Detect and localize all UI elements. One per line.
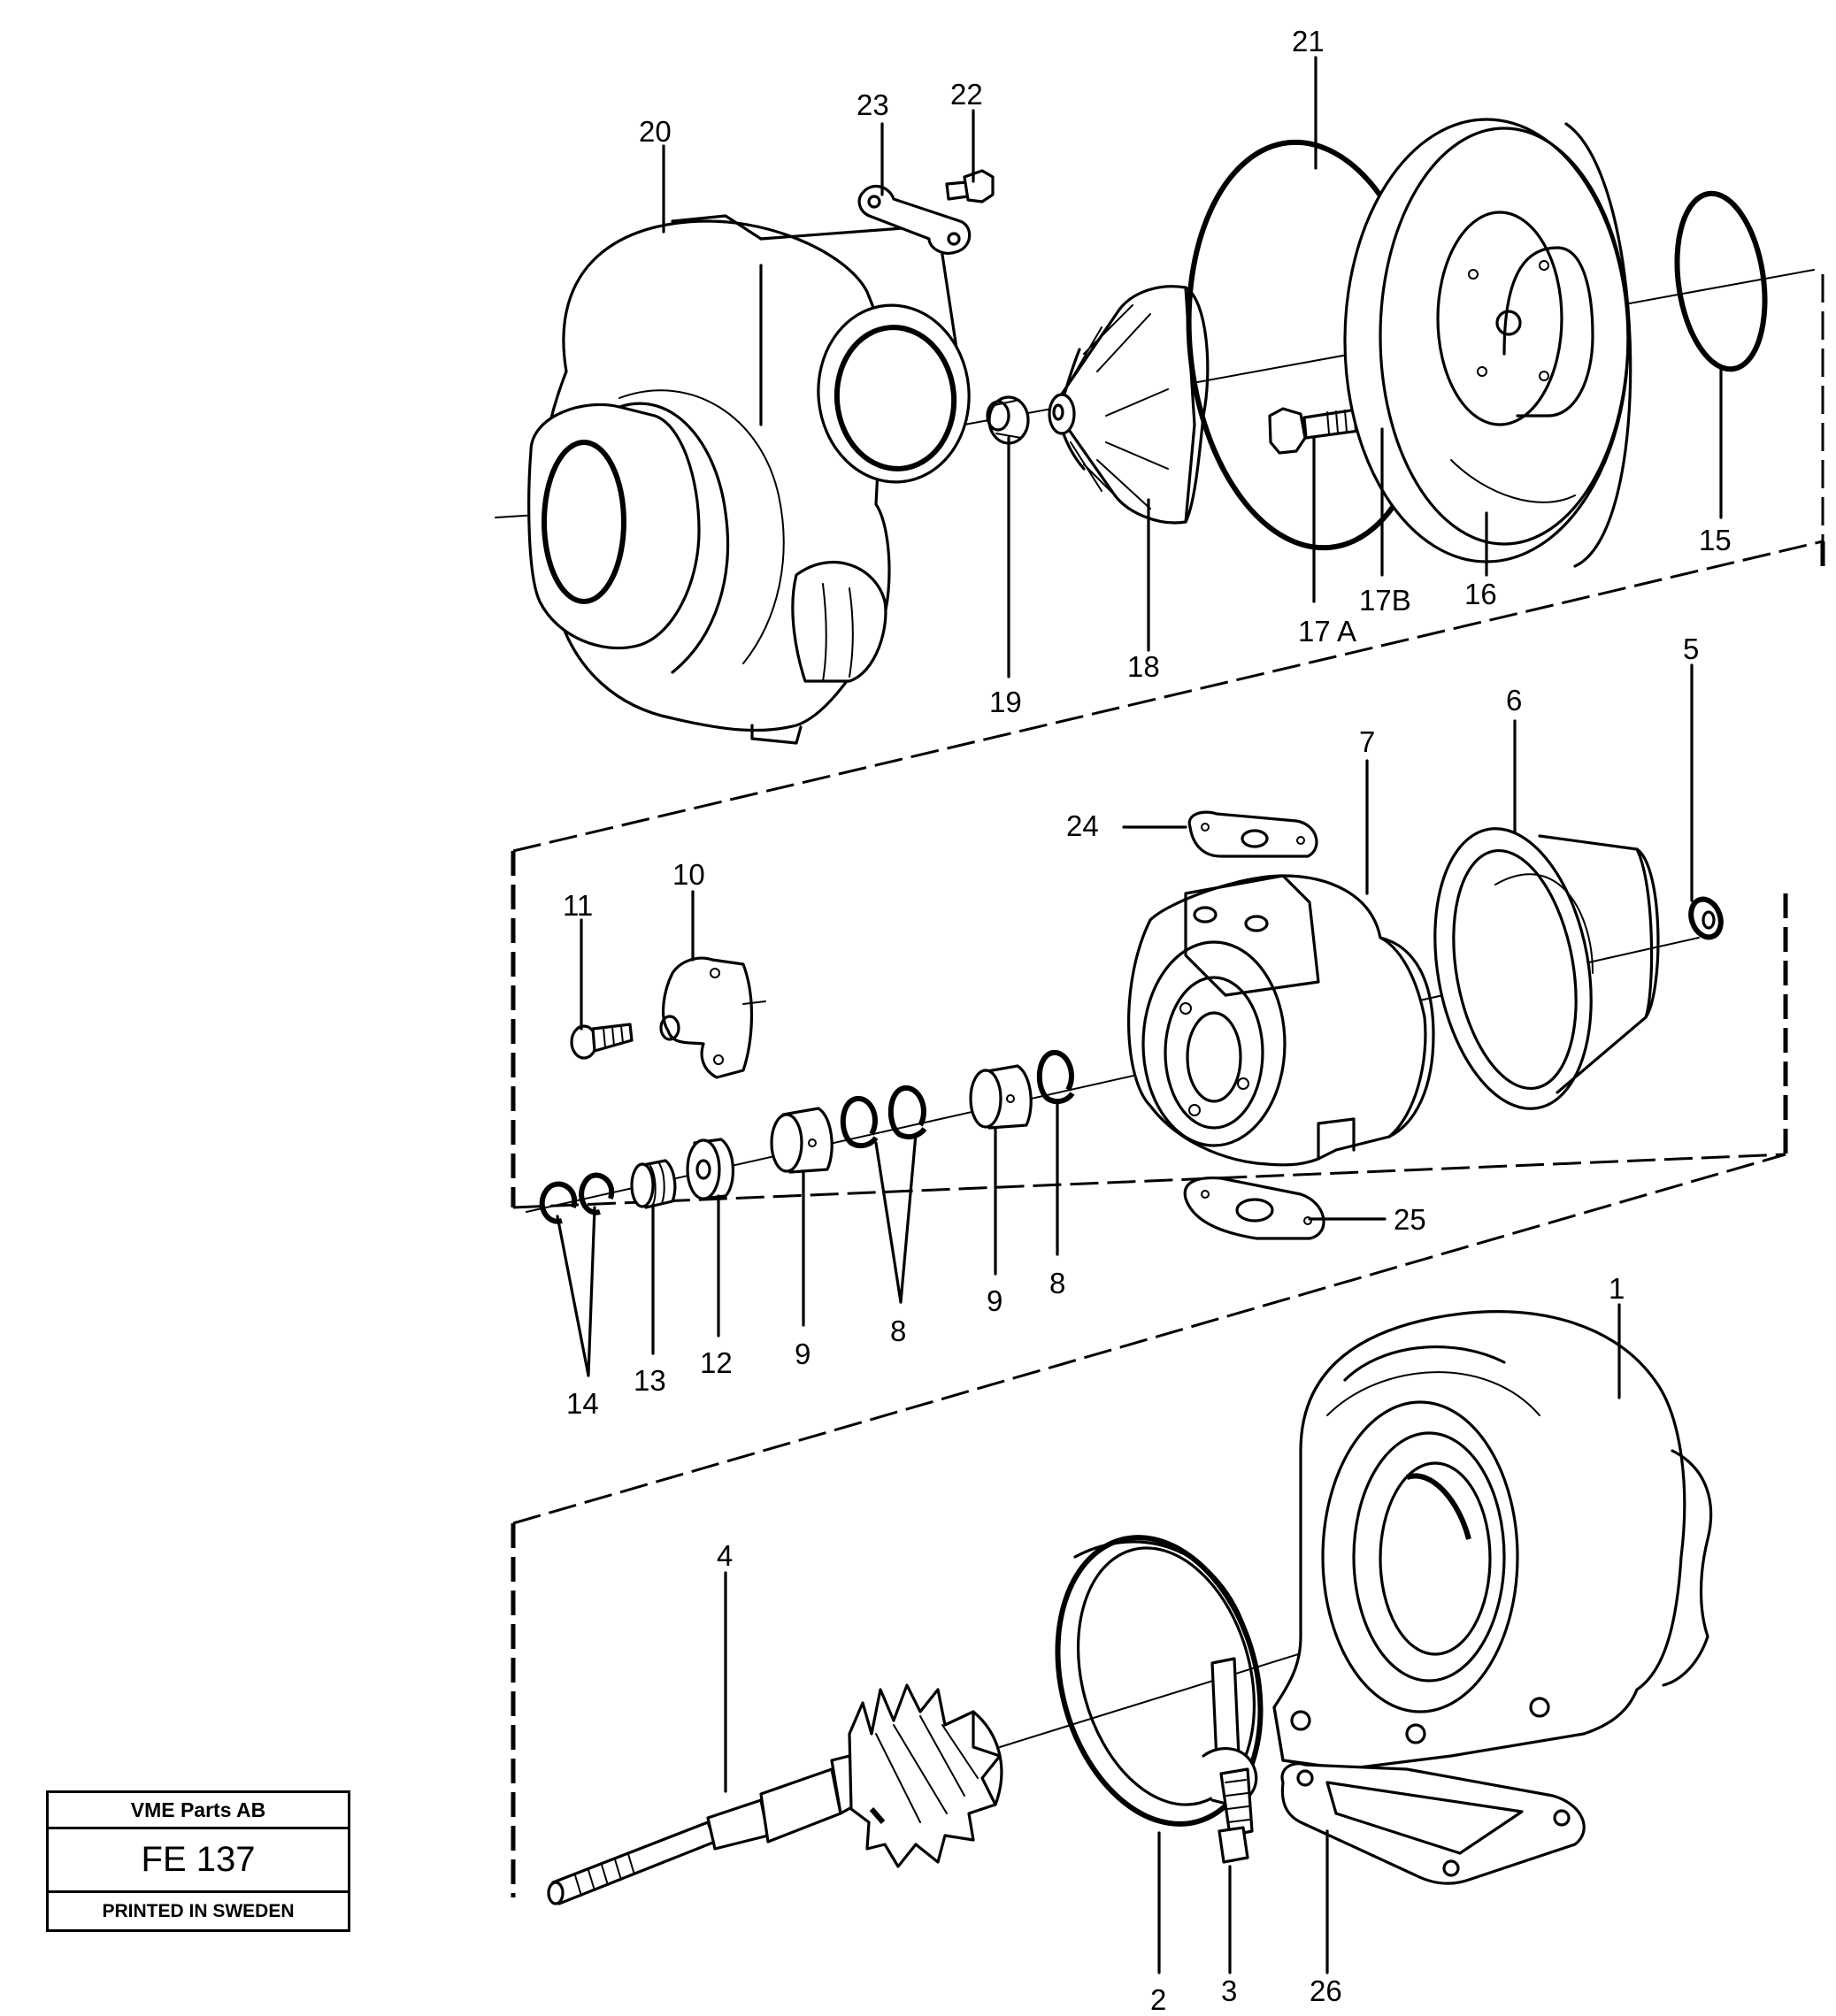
gasket-part-25 [1183, 1177, 1325, 1240]
title-block: VME Parts AB FE 137 PRINTED IN SWEDEN [46, 1790, 350, 1932]
label-23: 23 [857, 88, 889, 121]
label-9b: 9 [987, 1284, 1003, 1317]
label-19: 19 [989, 686, 1022, 718]
label-6: 6 [1506, 684, 1522, 717]
spacer-part-12 [686, 1138, 735, 1200]
compressor-wheel-part-18 [1048, 285, 1210, 525]
retaining-ring-part-8a [840, 1096, 879, 1149]
label-26: 26 [1310, 1974, 1342, 2007]
label-14: 14 [566, 1387, 599, 1420]
heat-shield-part-6 [1433, 827, 1660, 1110]
bearing-part-9b [969, 1064, 1033, 1130]
bearing-housing-part-7 [1127, 874, 1435, 1167]
bolt-part-17a [1268, 407, 1367, 455]
label-2: 2 [1150, 1983, 1166, 2016]
drawing-code: FE 137 [49, 1829, 348, 1893]
label-10: 10 [672, 858, 705, 891]
label-17b: 17B [1359, 584, 1411, 617]
shaft-wheel-part-4 [547, 1683, 1003, 1905]
leader-lines [556, 56, 1723, 1974]
label-8a: 8 [890, 1315, 906, 1347]
label-12: 12 [700, 1346, 733, 1379]
print-note: PRINTED IN SWEDEN [102, 1901, 295, 1921]
washer-part-5 [1688, 896, 1724, 940]
v-band-clamp-part-2 [1055, 1535, 1264, 1864]
label-5: 5 [1683, 632, 1699, 665]
label-11: 11 [563, 889, 593, 922]
label-21: 21 [1292, 25, 1325, 57]
part-labels: 20 23 22 21 19 18 17 A 17B 16 15 5 6 7 2… [563, 25, 1732, 2016]
section-frames [511, 274, 1825, 1897]
gasket-part-24 [1187, 810, 1318, 858]
label-18: 18 [1127, 650, 1160, 683]
label-17a: 17 A [1298, 615, 1356, 648]
label-13: 13 [634, 1364, 666, 1397]
label-7: 7 [1359, 725, 1375, 758]
label-4: 4 [717, 1539, 733, 1572]
seal-part-13 [630, 1159, 677, 1209]
nut-part-19 [986, 395, 1030, 445]
backplate-part-16 [1343, 118, 1632, 568]
label-25: 25 [1394, 1203, 1426, 1236]
thrust-bearing-part-10 [659, 956, 766, 1079]
label-20: 20 [639, 115, 672, 148]
o-ring-part-15 [1674, 190, 1768, 372]
company-name: VME Parts AB [49, 1793, 348, 1829]
bracket-part-23 [857, 184, 972, 255]
retaining-ring-part-8b [887, 1085, 927, 1140]
circlip-part-14a [539, 1181, 578, 1224]
flange-gasket-part-26 [1280, 1762, 1586, 1885]
label-1: 1 [1609, 1272, 1625, 1305]
circlip-part-14b [579, 1172, 615, 1215]
turbine-housing-part-1 [1272, 1310, 1713, 1775]
retaining-ring-part-8c [1036, 1050, 1075, 1105]
label-3: 3 [1221, 1974, 1237, 2007]
label-15: 15 [1699, 524, 1732, 556]
label-22: 22 [950, 78, 983, 111]
bearing-part-9a [770, 1107, 833, 1174]
screw-part-11 [570, 1023, 634, 1060]
label-9a: 9 [795, 1338, 810, 1370]
compressor-housing-part-20 [527, 214, 971, 745]
bolt-part-22 [945, 169, 995, 203]
label-24: 24 [1066, 809, 1099, 842]
label-16: 16 [1464, 578, 1497, 610]
label-8b: 8 [1049, 1267, 1065, 1299]
